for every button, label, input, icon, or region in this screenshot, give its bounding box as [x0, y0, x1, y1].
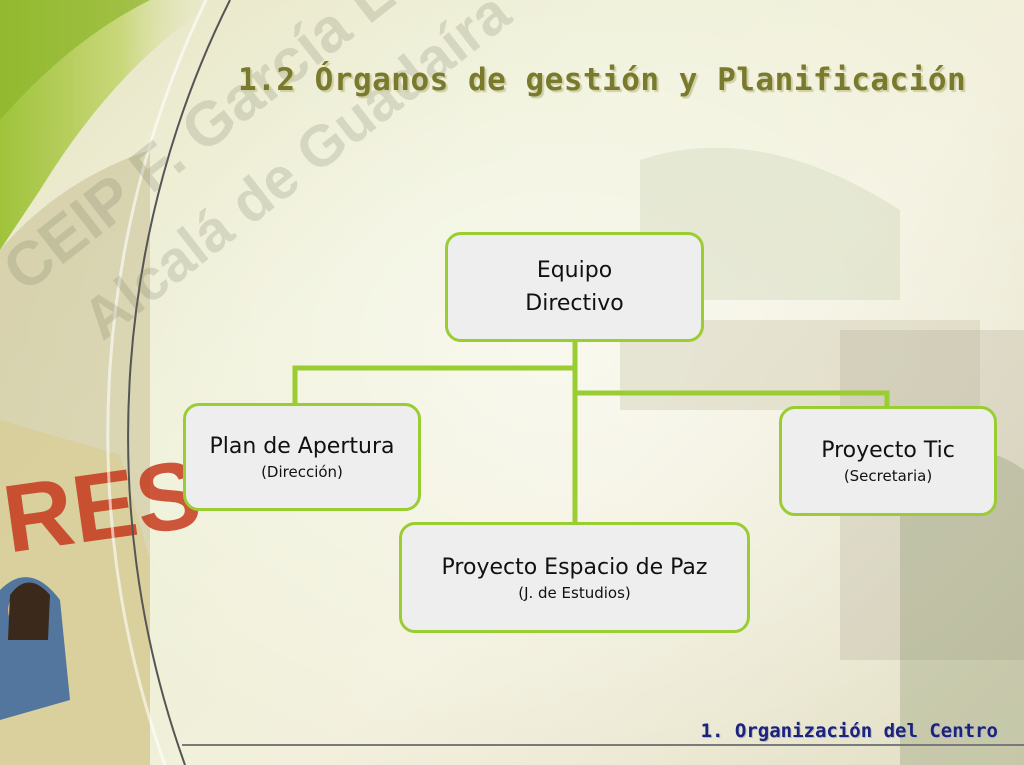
org-node-name: Plan de Apertura [209, 434, 395, 459]
slide-footer: 1. Organización del Centro [700, 720, 998, 742]
org-node-plan-de-apertura: Plan de Apertura (Dirección) [183, 403, 421, 511]
org-node-name: Directivo [525, 291, 624, 316]
org-node-role: (J. de Estudios) [518, 583, 631, 602]
org-node-name: Proyecto Espacio de Paz [441, 554, 708, 580]
org-node-proyecto-espacio-de-paz: Proyecto Espacio de Paz (J. de Estudios) [399, 522, 750, 633]
connector-root-to-right [572, 365, 890, 409]
org-node-equipo-directivo: Equipo Directivo [445, 232, 704, 342]
org-node-name: Proyecto Tic [821, 438, 955, 463]
org-node-role: (Dirección) [261, 463, 343, 481]
footer-divider [182, 744, 1024, 746]
connector-root-to-left [292, 339, 578, 406]
org-node-proyecto-tic: Proyecto Tic (Secretaria) [779, 406, 997, 516]
org-node-role: (Secretaria) [843, 467, 933, 485]
slide-title: 1.2 Órganos de gestión y Planificación [238, 62, 967, 98]
org-node-name: Equipo [536, 258, 613, 283]
